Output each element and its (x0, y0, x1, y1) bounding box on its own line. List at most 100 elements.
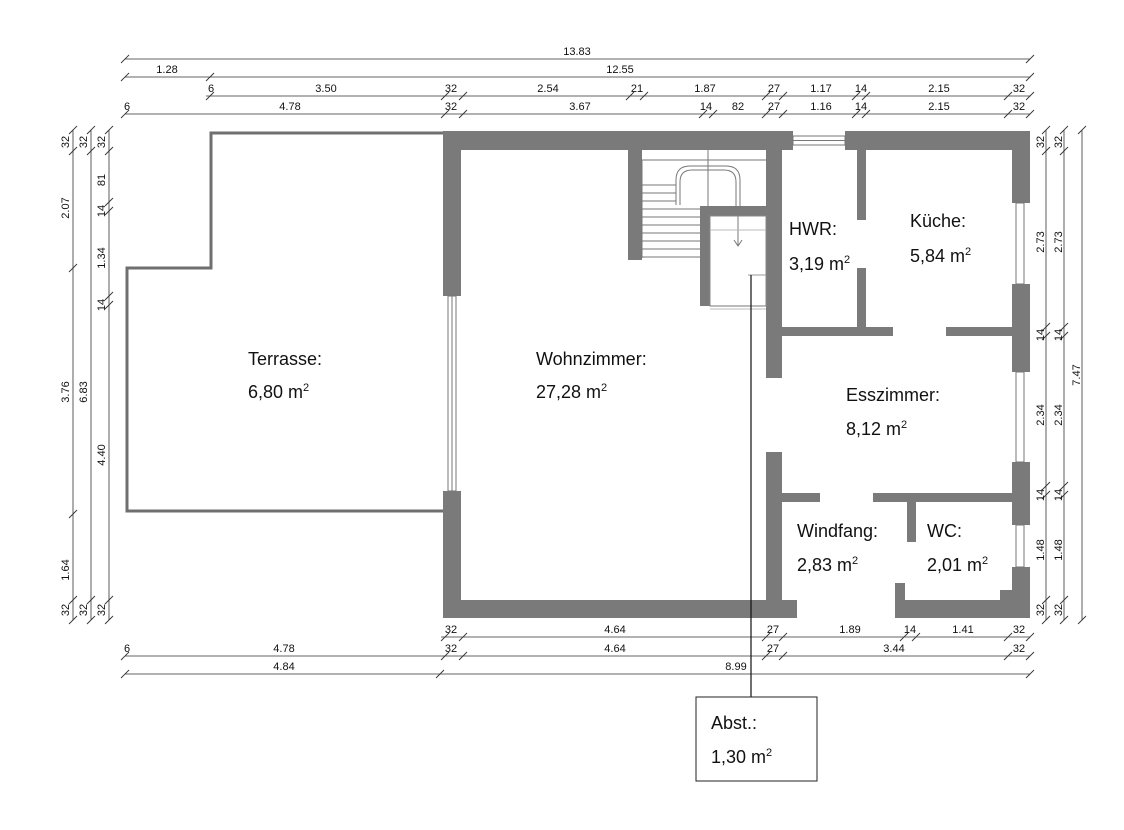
dim-text: 2.15 (928, 101, 949, 113)
dim-text: 4.64 (604, 624, 625, 636)
dim-text: 1.16 (810, 101, 831, 113)
dim-text: 8.99 (725, 661, 746, 673)
room-area-abst: 1,30 m2 (711, 747, 772, 767)
room-area-esszimmer: 8,12 m2 (846, 419, 907, 439)
room-area-wohnzimmer: 27,28 m2 (536, 382, 607, 402)
dim-text: 21 (631, 83, 643, 95)
dim-text: 6 (208, 83, 214, 95)
dim-text: 14 (855, 101, 867, 113)
room-name-windfang: Windfang: (797, 521, 878, 541)
dim-text: 32 (445, 83, 457, 95)
dim-text: 4.78 (279, 101, 300, 113)
dim-text: 3.76 (60, 381, 72, 402)
walls (443, 131, 1030, 618)
bottom-dimensions: 32 4.64 27 1.89 14 1.41 32 6 4.78 32 4.6… (120, 624, 1035, 679)
room-name-hwr: HWR: (789, 219, 837, 239)
dim-text: 1.34 (96, 247, 108, 268)
dim-text: 14 (1035, 329, 1047, 341)
room-name-wc: WC: (927, 521, 962, 541)
dim-text: 32 (1053, 604, 1065, 616)
dim-text: 32 (1035, 136, 1047, 148)
dim-text: 32 (96, 604, 108, 616)
door-opening (857, 220, 866, 268)
dim-text: 1.89 (839, 624, 860, 636)
dim-text: 2.15 (928, 83, 949, 95)
room-name-terrasse: Terrasse: (248, 349, 322, 369)
dim-text: 1.28 (156, 64, 177, 76)
room-name-esszimmer: Esszimmer: (846, 385, 940, 405)
room-labels: Terrasse: 6,80 m2 Wohnzimmer: 27,28 m2 H… (248, 211, 988, 767)
dim-text: 6 (124, 643, 130, 655)
dim-text: 1.41 (952, 624, 973, 636)
dim-text: 3.50 (315, 83, 336, 95)
left-dimensions: 32 2.07 3.76 1.64 32 6.83 32 32 32 81 14… (60, 125, 114, 625)
room-area-terrasse: 6,80 m2 (248, 382, 309, 402)
dim-text: 2.07 (60, 197, 72, 218)
dim-text: 32 (78, 604, 90, 616)
dim-text: 1.17 (810, 83, 831, 95)
dim-text: 14 (904, 624, 916, 636)
room-area-windfang: 2,83 m2 (797, 555, 858, 575)
dim-text: 2.34 (1053, 404, 1065, 425)
dim-text: 27 (768, 83, 780, 95)
dim-text: 4.84 (273, 661, 294, 673)
dim-text: 32 (60, 136, 72, 148)
dim-text: 14 (855, 83, 867, 95)
dim-text: 27 (767, 624, 779, 636)
dim-text: 32 (1013, 83, 1025, 95)
dim-text: 81 (96, 174, 108, 186)
terrace-door (447, 295, 457, 492)
dim-text: 32 (96, 136, 108, 148)
room-name-abst: Abst.: (711, 713, 757, 733)
dim-text: 2.73 (1053, 231, 1065, 252)
dim-text: 32 (445, 101, 457, 113)
dim-text: 14 (1053, 329, 1065, 341)
dim-text: 1.87 (694, 83, 715, 95)
dim-text: 32 (1013, 624, 1025, 636)
staircase (641, 150, 767, 310)
dim-text: 2.34 (1035, 404, 1047, 425)
room-name-kueche: Küche: (910, 211, 966, 231)
dim-text: 2.73 (1035, 231, 1047, 252)
dim-text: 82 (732, 101, 744, 113)
room-area-hwr: 3,19 m2 (789, 254, 850, 274)
dim-text: 14 (1035, 489, 1047, 501)
abst-callout-box (695, 696, 818, 782)
room-area-kueche: 5,84 m2 (910, 246, 971, 266)
dim-text: 14 (700, 101, 712, 113)
dim-text: 3.67 (569, 101, 590, 113)
dim-text: 14 (96, 299, 108, 311)
dim-text: 1.48 (1035, 539, 1047, 560)
dim-text: 4.40 (96, 444, 108, 465)
dim-text: 32 (445, 643, 457, 655)
dim-text: 1.64 (60, 559, 72, 580)
dim-text: 7.47 (1071, 364, 1083, 385)
dim-text: 32 (1035, 604, 1047, 616)
dim-text: 32 (78, 136, 90, 148)
terrace-outline (125, 131, 443, 513)
top-dimensions: 13.83 1.28 12.55 6 3.50 32 2.54 21 1.87 … (120, 46, 1035, 119)
dim-text: 32 (1013, 101, 1025, 113)
dim-text: 32 (445, 624, 457, 636)
dim-text: 32 (1013, 643, 1025, 655)
window (1015, 202, 1025, 568)
dim-text: 4.64 (604, 643, 625, 655)
window (792, 135, 846, 146)
dim-text: 1.48 (1053, 539, 1065, 560)
dim-text: 4.78 (273, 643, 294, 655)
dim-text: 13.83 (563, 46, 591, 58)
dim-text: 32 (1053, 136, 1065, 148)
dim-text: 14 (96, 205, 108, 217)
dim-text: 6.83 (78, 381, 90, 402)
room-area-wc: 2,01 m2 (927, 555, 988, 575)
dim-text: 2.54 (537, 83, 558, 95)
right-dimensions: 32 2.73 14 2.34 14 1.48 32 32 2.73 14 2.… (1035, 125, 1087, 625)
dim-text: 3.44 (883, 643, 904, 655)
dim-text: 32 (60, 604, 72, 616)
dim-text: 27 (768, 101, 780, 113)
dim-text: 14 (1053, 489, 1065, 501)
room-name-wohnzimmer: Wohnzimmer: (536, 349, 647, 369)
dim-text: 27 (767, 643, 779, 655)
dim-text: 12.55 (606, 64, 634, 76)
